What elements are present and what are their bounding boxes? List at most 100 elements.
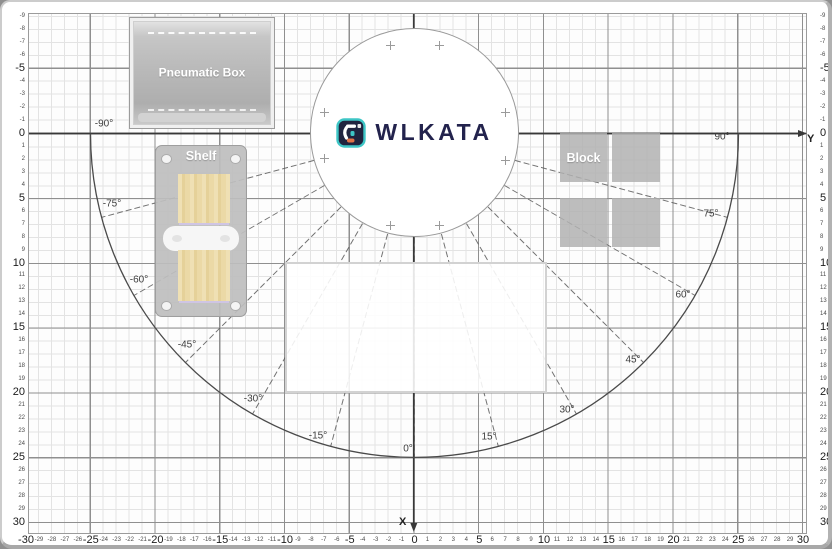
ruler-tick-label: 6 [21,207,25,214]
ruler-tick-label: -7 [820,39,826,46]
angle-label: 90° [714,131,730,143]
cross-marker-icon [386,41,395,50]
ruler-tick-label: 21 [683,537,690,543]
wlkata-robot-arm-icon [336,117,367,148]
ruler-tick-label: 18 [644,537,651,543]
wlkata-logo-text: WLKATA [375,119,493,145]
ruler-tick-label: 3 [451,537,456,543]
work-area-rect[interactable] [285,262,547,393]
ruler-tick-label: -1 [398,537,405,543]
ruler-tick-label: 24 [721,537,729,543]
ruler-tick-label: -2 [820,104,826,111]
wlkata-logo: WLKATA [311,117,518,148]
block-square[interactable] [612,133,660,182]
block-square[interactable] [612,198,660,247]
ruler-tick-label: 21 [820,401,827,408]
ruler-tick-label: -3 [820,91,826,98]
ruler-tick-label: -8 [820,26,826,33]
ruler-tick-label: -25 [82,534,99,546]
cross-marker-icon [501,108,510,117]
ruler-tick-label: 25 [820,450,832,463]
pneumatic-box-bottom-bar [138,113,266,122]
ruler-tick-label: -3 [372,537,379,543]
ruler-tick-label: -23 [112,537,121,543]
ruler-tick-label: 15 [820,321,832,334]
ruler-tick-label: 22 [820,414,827,421]
pneumatic-box[interactable]: Pneumatic Box [129,17,275,129]
ruler-tick-label: 28 [820,492,827,499]
ruler-tick-label: -21 [138,537,147,543]
ruler-tick-label: 5 [18,191,25,204]
ruler-tick-label: 14 [592,537,600,543]
ruler-tick-label: 26 [820,466,827,473]
angle-label: -60° [129,274,149,286]
ruler-tick-label: 20 [820,386,832,398]
ruler-tick-label: -5 [344,534,355,546]
angle-label: -75° [102,198,122,210]
ruler-tick-label: -5 [15,62,25,75]
ruler-tick-label: 16 [820,337,827,344]
ruler-tick-label: -15 [212,534,229,546]
ruler-tick-label: 12 [566,537,574,543]
ruler-tick-label: 1 [21,142,25,149]
ruler-tick-label: 20 [12,386,25,398]
ruler-tick-label: 21 [18,401,25,408]
ruler-tick-label: 25 [12,450,25,463]
pneumatic-box-bottom-seam [148,109,256,111]
ruler-tick-label: 2 [438,537,443,543]
ruler-tick-label: 17 [18,350,25,357]
ruler-tick-label: 22 [696,537,703,543]
ruler-tick-label: -6 [334,537,340,543]
pneumatic-box-label: Pneumatic Box [158,65,246,80]
angle-label: 0° [403,443,413,455]
ruler-tick-label: 10 [820,256,832,269]
ruler-tick-label: -7 [19,39,25,46]
angle-label: -30° [243,393,263,405]
ruler-tick-label: 13 [579,537,587,543]
ruler-tick-label: 4 [820,181,824,188]
angle-label: -90° [94,118,114,130]
ruler-tick-label: 27 [18,479,25,486]
block-square[interactable]: Block [560,133,607,182]
ruler-tick-label: 29 [786,537,794,543]
ruler-tick-label: -24 [99,537,109,543]
cross-marker-icon [320,108,329,117]
ruler-tick-label: 27 [820,479,827,486]
ruler-tick-label: 14 [820,311,827,318]
angle-label: 15° [481,431,497,443]
ruler-tick-label: 24 [820,440,827,447]
ruler-tick-label: 11 [820,272,827,279]
ruler-tick-label: 30 [12,515,25,528]
ruler-bottom: -30-29-28-27-26-25-24-23-22-21-20-19-18-… [2,534,828,546]
ruler-tick-label: 29 [820,505,827,512]
ruler-tick-label: -9 [295,537,301,543]
cross-marker-icon [435,221,444,230]
ruler-tick-label: 18 [18,363,25,370]
block-group: Block [560,133,661,247]
ruler-tick-label: 4 [464,537,468,543]
ruler-tick-label: -17 [190,537,199,543]
ruler-tick-label: 23 [709,537,716,543]
ruler-tick-label: 13 [820,298,827,305]
ruler-tick-label: 28 [773,537,781,543]
ruler-tick-label: -14 [228,537,238,543]
ruler-tick-label: -3 [19,91,25,98]
shelf-middle-slot [163,226,239,251]
ruler-tick-label: -20 [147,534,164,546]
ruler-tick-label: 8 [516,537,520,543]
cross-marker-icon [501,156,510,165]
ruler-tick-label: 6 [490,537,494,543]
ruler-tick-label: -10 [277,534,293,546]
ruler-tick-label: 17 [631,537,638,543]
robot-base-circle[interactable]: WLKATA [310,28,519,237]
ruler-tick-label: -8 [308,537,314,543]
shelf[interactable]: Shelf [155,145,247,317]
ruler-tick-label: -27 [60,537,70,543]
ruler-tick-label: 16 [618,537,626,543]
ruler-tick-label: -16 [202,537,212,543]
ruler-tick-label: 4 [21,181,25,188]
block-square[interactable] [560,198,607,247]
ruler-tick-label: 15 [12,321,25,334]
